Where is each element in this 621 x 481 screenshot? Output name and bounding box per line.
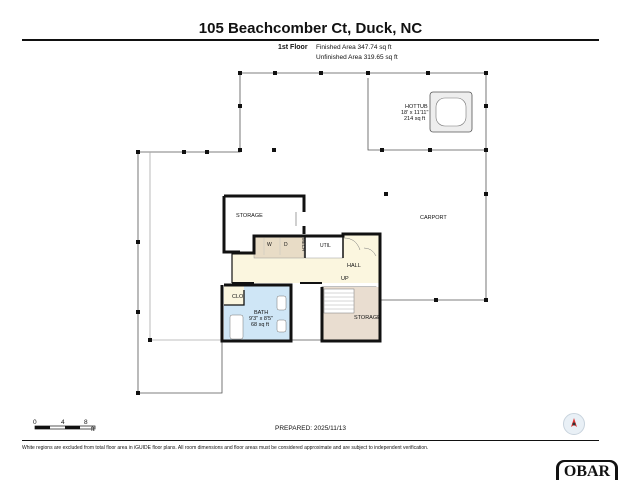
scale-unit: ft [91, 426, 95, 433]
stair-storage [320, 283, 382, 343]
hottub-label: HOTTUB [405, 104, 428, 110]
dryer-label: D [284, 242, 288, 248]
disclaimer-text: White regions are excluded from total fl… [22, 445, 429, 451]
scale-bar [34, 425, 96, 430]
unfinished-area: Unfinished Area 319.65 sq ft [316, 54, 398, 61]
hall-label: HALL [347, 263, 361, 269]
hottub-dimensions: 18' x 11'11" [401, 110, 429, 116]
hottub-area: 214 sq ft [404, 116, 426, 122]
bath-dimensions: 9'3" x 8'5" [249, 316, 274, 322]
scale-mark-0: 0 [33, 419, 37, 426]
washer-label: W [267, 242, 272, 248]
finished-area: Finished Area 347.74 sq ft [316, 44, 392, 51]
scale-mark-4: 4 [61, 419, 65, 426]
hall-area [231, 232, 382, 284]
carport-label: CARPORT [420, 215, 447, 221]
prepared-date: PREPARED: 2025/11/13 [275, 425, 346, 432]
deck-posts [136, 71, 488, 395]
mech-label: MECH [301, 238, 306, 252]
hottub [429, 91, 473, 133]
obar-logo-text: OBAR [559, 462, 615, 480]
storage-room-top [222, 194, 306, 254]
floor-name: 1st Floor [278, 44, 308, 51]
footer-divider [22, 440, 599, 441]
title-divider [22, 39, 599, 41]
up-label: UP [341, 276, 349, 282]
compass-icon [563, 413, 585, 435]
storage-label-top: STORAGE [236, 213, 263, 219]
scale-mark-8: 8 [84, 419, 88, 426]
storage-label-bottom: STORAGE [354, 315, 381, 321]
bath-label: BATH [254, 310, 269, 316]
bath-room [220, 283, 293, 343]
bath-area: 68 sq ft [251, 322, 270, 328]
page-title: 105 Beachcomber Ct, Duck, NC [198, 20, 423, 37]
closet-label: CLO [232, 294, 244, 300]
util-label: UTIL [320, 243, 331, 249]
obar-logo: OBAR [556, 460, 618, 480]
